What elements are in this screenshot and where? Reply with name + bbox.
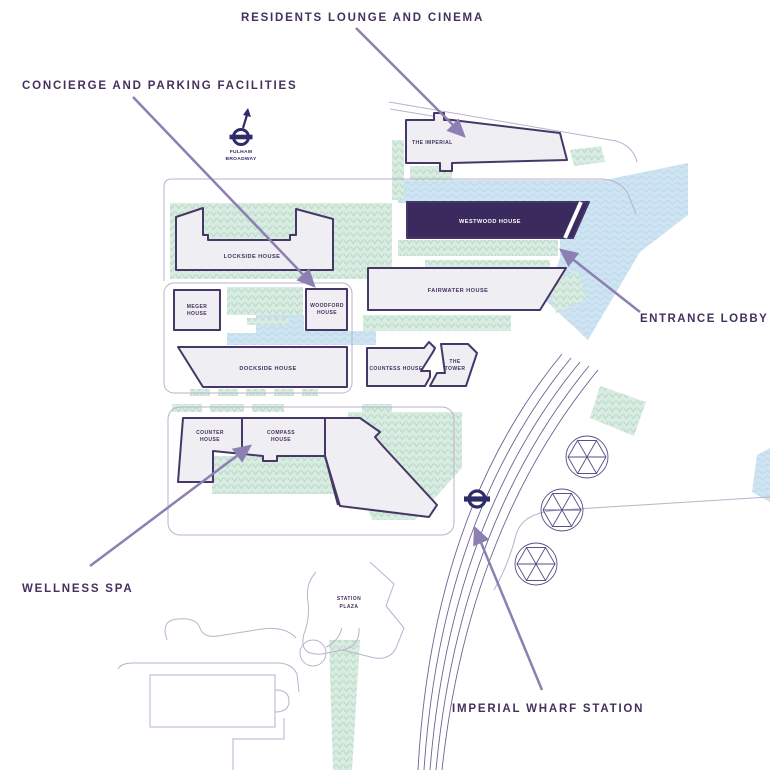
lawn-area — [227, 287, 303, 315]
label-fulham-broadway-line1: FULHAM — [230, 149, 252, 155]
riverside-path — [493, 496, 770, 591]
leader-arrow-concierge — [132, 96, 316, 288]
building-the-imperial — [405, 112, 568, 172]
lawn-area — [398, 240, 558, 256]
label-meger-house-line1: MEGER — [187, 304, 208, 310]
river-edge-water — [752, 448, 770, 502]
tree-icon — [540, 488, 584, 532]
trees — [514, 435, 609, 586]
railway-track — [441, 369, 599, 770]
label-station-plaza-line2: PLAZA — [340, 604, 359, 610]
north-arrow-head — [243, 108, 251, 117]
plaza-path — [341, 561, 405, 659]
lawn-area — [329, 640, 360, 770]
block-outline — [167, 406, 455, 536]
street-line — [163, 178, 637, 281]
footpath — [232, 718, 285, 770]
label-compass-house-line2: HOUSE — [271, 437, 291, 443]
annotation-wellness-spa: WELLNESS SPA — [22, 583, 133, 595]
label-westwood-house: WESTWOOD HOUSE — [459, 219, 521, 225]
annotation-imperial-wharf-station: IMPERIAL WHARF STATION — [452, 703, 644, 715]
imperial-wharf-roundel-icon — [464, 489, 490, 509]
building-meger-house — [173, 289, 221, 331]
leader-arrow-residents-lounge — [355, 27, 466, 138]
lawn-area — [570, 146, 605, 166]
building-labels: THE IMPERIAL WESTWOOD HOUSE LOCKSIDE HOU… — [187, 140, 521, 610]
tree-icon — [565, 435, 609, 479]
annotation-residents-lounge: RESIDENTS LOUNGE AND CINEMA — [241, 12, 484, 24]
leader-arrow-wellness-spa — [89, 444, 252, 567]
building-westwood-house — [406, 201, 590, 239]
label-woodford-house-line1: WOODFORD — [310, 303, 344, 309]
lawn-area — [425, 260, 550, 269]
block-outline — [163, 282, 353, 394]
lawn-area — [590, 386, 646, 436]
label-dockside-house: DOCKSIDE HOUSE — [239, 366, 296, 372]
creek-water — [398, 163, 688, 340]
label-lockside-house: LOCKSIDE HOUSE — [224, 254, 281, 260]
railway-track — [417, 353, 563, 770]
annotation-entrance-lobby: ENTRANCE LOBBY — [640, 313, 768, 325]
label-counter-house-line1: COUNTER — [196, 430, 224, 436]
planter-circle — [299, 639, 327, 667]
outbuilding-outline — [149, 674, 276, 728]
label-counter-house-line2: HOUSE — [200, 437, 220, 443]
outbuilding-bay — [274, 689, 290, 713]
annotation-concierge-parking: CONCIERGE AND PARKING FACILITIES — [22, 80, 297, 92]
label-woodford-house-line2: HOUSE — [317, 310, 337, 316]
label-meger-house-line2: HOUSE — [187, 311, 207, 317]
lawn-area — [247, 318, 289, 325]
leader-arrow-entrance-lobby — [559, 248, 641, 313]
tree-icon — [514, 542, 558, 586]
leader-arrows — [89, 27, 641, 691]
building-countess-house — [366, 341, 436, 387]
label-fairwater-house: FAIRWATER HOUSE — [428, 288, 489, 294]
building-dockside-house — [177, 346, 348, 388]
fulham-broadway-roundel-icon — [229, 108, 253, 146]
footpath — [325, 627, 343, 648]
lawn-area — [363, 315, 511, 331]
north-arrow-icon — [241, 114, 249, 129]
hedge-strip — [172, 404, 392, 412]
label-the-tower-line2: TOWER — [445, 366, 466, 372]
buildings — [173, 112, 590, 518]
label-fulham-broadway-line2: BROADWAY — [225, 156, 256, 162]
label-the-imperial: THE IMPERIAL — [412, 140, 453, 146]
lawn-area — [392, 140, 404, 200]
label-station-plaza-line1: STATION — [337, 596, 361, 602]
leader-arrow-imperial-wharf — [473, 525, 544, 691]
station-markers: FULHAM BROADWAY — [225, 108, 490, 509]
footpath — [117, 662, 300, 693]
railway-tracks — [417, 353, 599, 770]
annotation-labels: RESIDENTS LOUNGE AND CINEMA CONCIERGE AN… — [22, 12, 768, 715]
building-westwood-gap — [563, 201, 583, 239]
footpath — [164, 618, 297, 641]
label-compass-house-line1: COMPASS — [267, 430, 295, 436]
label-countess-house: COUNTESS HOUSE — [369, 366, 422, 372]
building-fairwater-house — [367, 267, 567, 311]
railway-track — [423, 357, 572, 770]
street-line — [388, 101, 638, 163]
plaza-path — [302, 571, 360, 655]
building-woodford-house — [305, 288, 348, 331]
label-the-tower-line1: THE — [449, 359, 461, 365]
building-lockside-house — [175, 207, 334, 271]
building-the-tower — [429, 343, 478, 387]
